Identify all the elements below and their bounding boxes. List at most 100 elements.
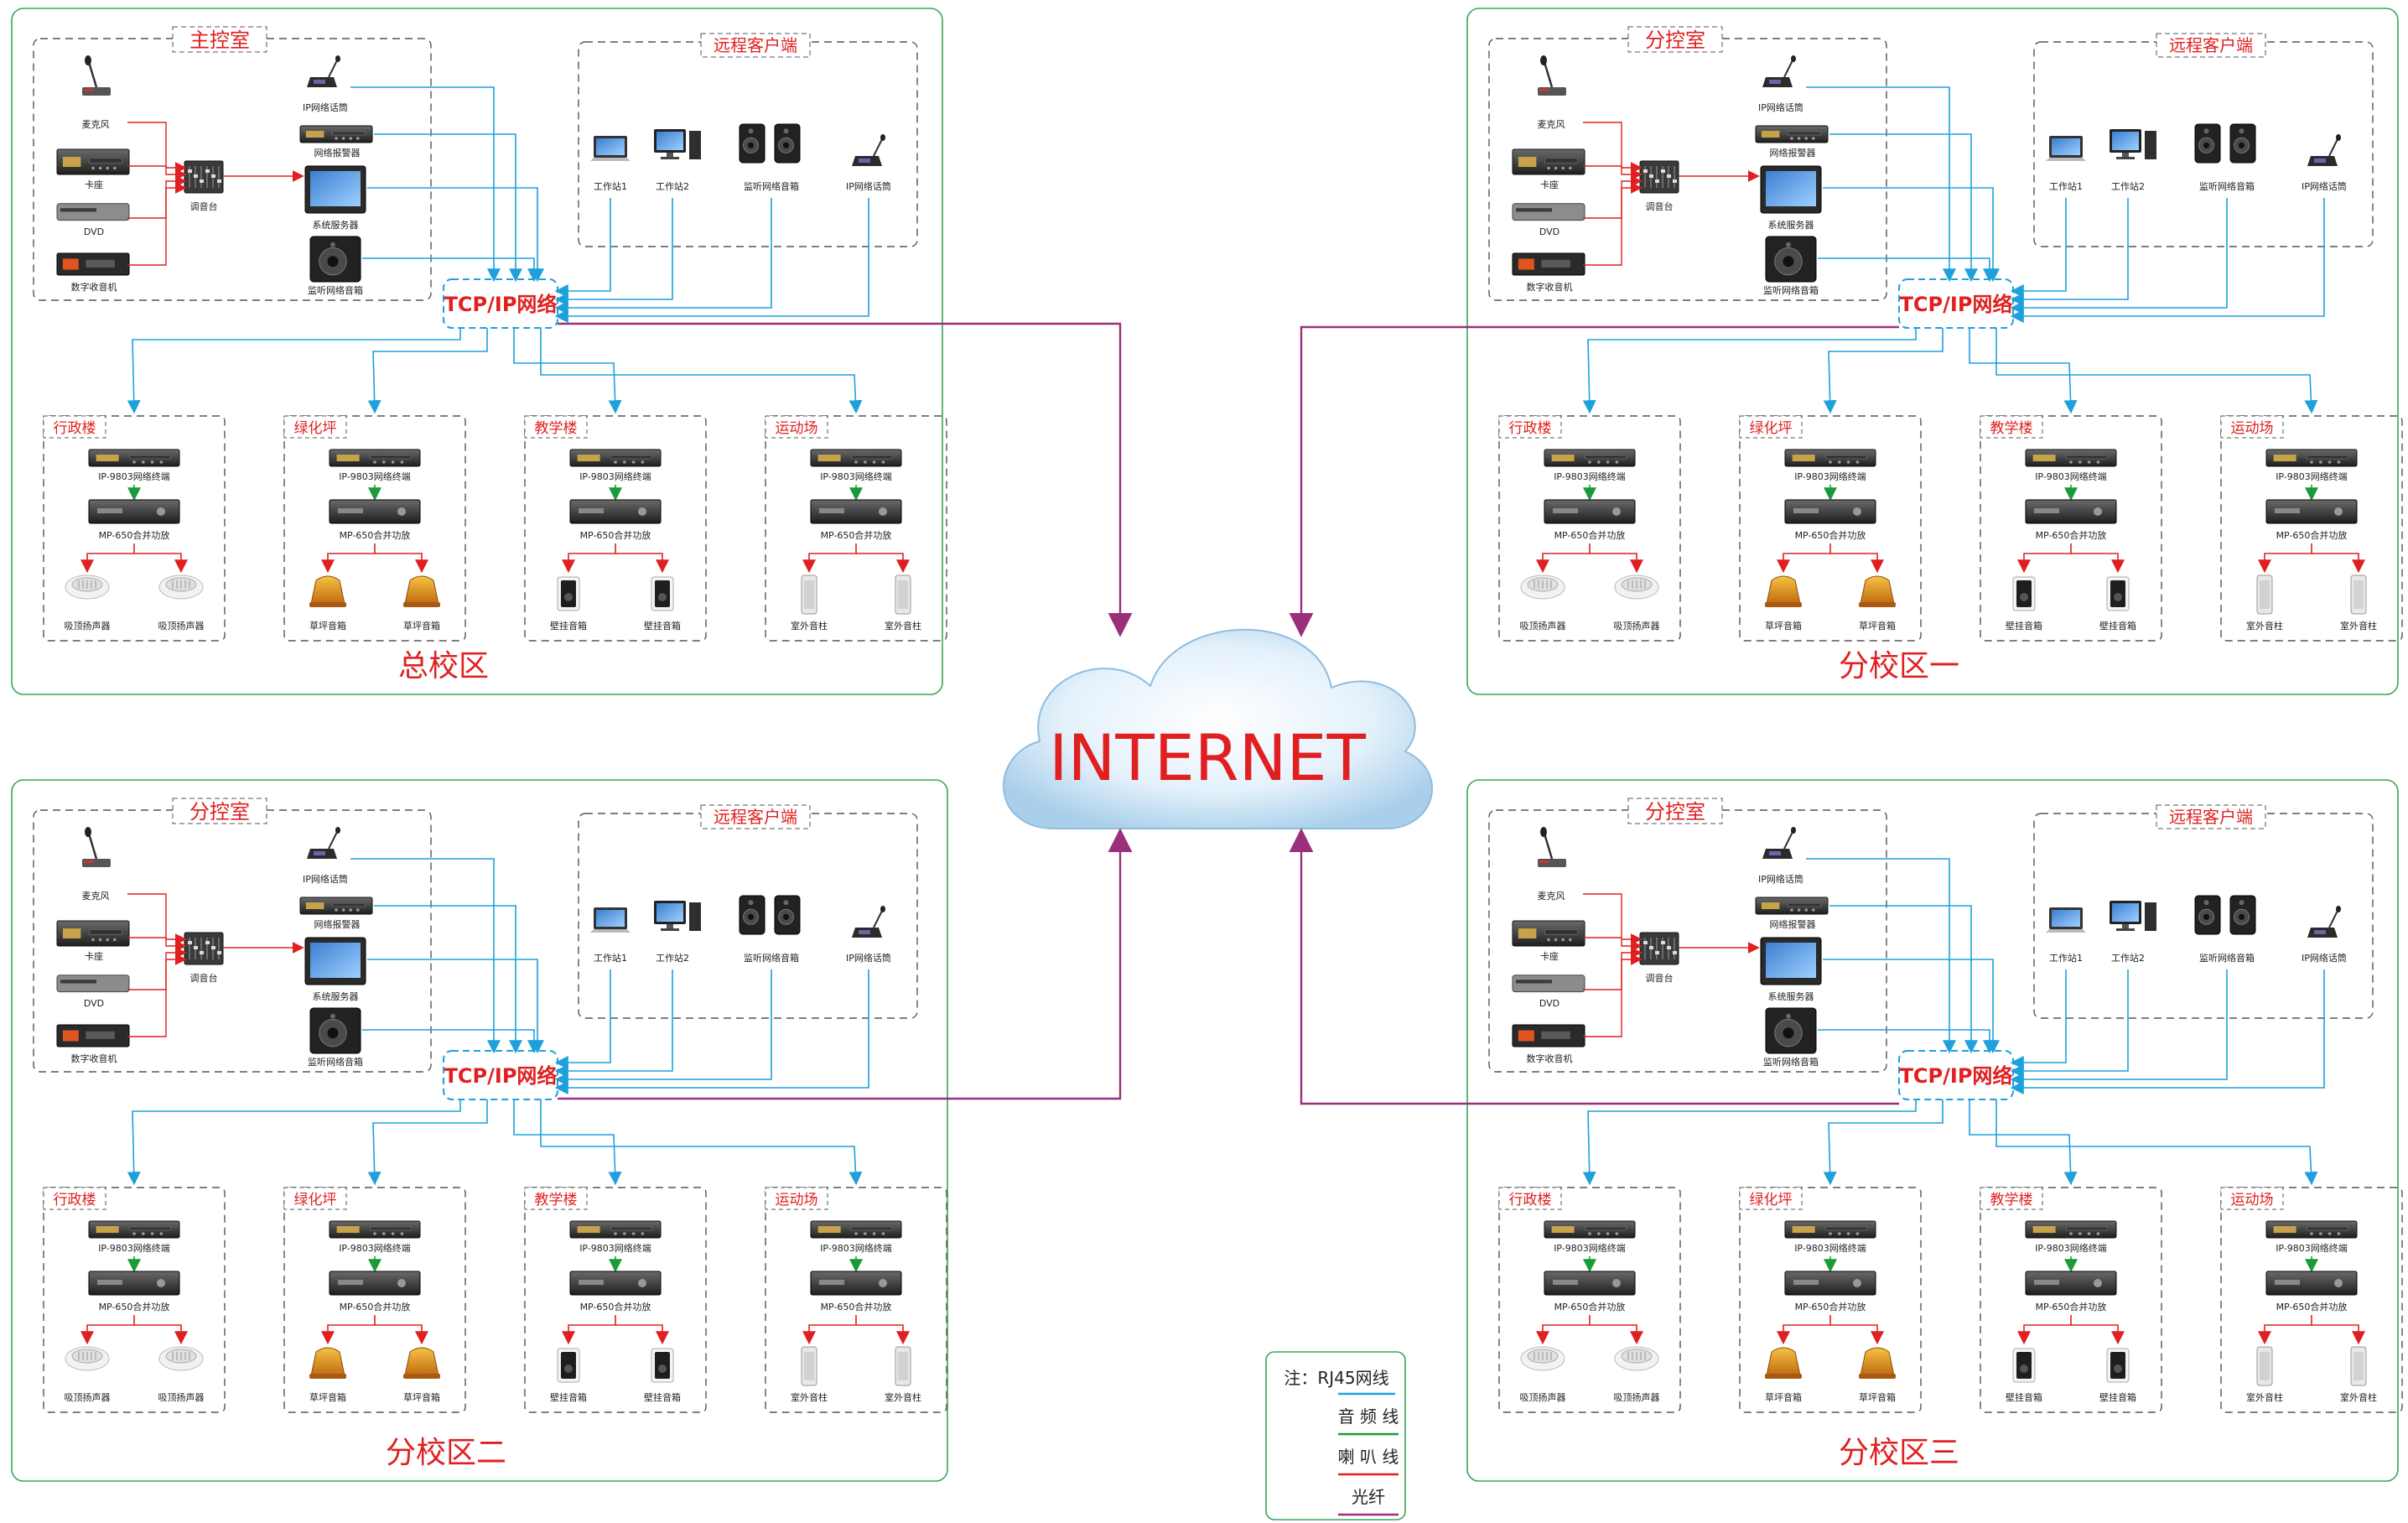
ip-terminal-label: IP-9803网络终端 bbox=[1794, 470, 1866, 482]
ceiling-speaker-icon bbox=[1520, 1346, 1565, 1371]
rj45-uplink-line bbox=[350, 858, 501, 1054]
zone-4: 运动场IP-9803网络终端MP-650合并功放室外音柱室外音柱 bbox=[2220, 415, 2403, 642]
outdoor-column-speaker-icon bbox=[895, 574, 911, 615]
lawn-speaker-icon bbox=[1859, 575, 1896, 607]
ip-terminal-label: IP-9803网络终端 bbox=[98, 1242, 170, 1254]
ceiling-speaker-icon bbox=[158, 574, 204, 600]
speaker-line bbox=[134, 1324, 188, 1345]
alarm-label: 网络报警器 bbox=[314, 147, 361, 159]
laptop-icon bbox=[2046, 136, 2086, 161]
rj45-uplink-line bbox=[1806, 86, 1956, 283]
zone-4: 运动场IP-9803网络终端MP-650合并功放室外音柱室外音柱 bbox=[2220, 1187, 2403, 1413]
zone-3: 教学楼IP-9803网络终端MP-650合并功放壁挂音箱壁挂音箱 bbox=[1980, 1187, 2162, 1413]
dvd-label: DVD bbox=[1539, 226, 1559, 237]
amplifier-icon bbox=[88, 1271, 180, 1296]
zone-4: 运动场IP-9803网络终端MP-650合并功放室外音柱室外音柱 bbox=[765, 415, 947, 642]
mixer-icon bbox=[1639, 160, 1679, 194]
ip-terminal-icon bbox=[1784, 449, 1876, 467]
zone-1: 行政楼IP-9803网络终端MP-650合并功放吸顶扬声器吸顶扬声器 bbox=[43, 1187, 226, 1413]
monitor-speaker-icon bbox=[2229, 123, 2256, 164]
rj45-zone-line bbox=[513, 1099, 622, 1186]
ip-pager-label: IP网络话筒 bbox=[1758, 873, 1803, 885]
speaker-label: 室外音柱 bbox=[791, 620, 828, 632]
audio-input-line bbox=[1583, 954, 1643, 1037]
lawn-speaker-icon bbox=[1765, 1347, 1802, 1379]
campus-b2: 分控室麦克风卡座DVD数字收音机调音台IP网络话筒网络报警器系统服务器监听网络音… bbox=[11, 779, 948, 1482]
remote-client-box bbox=[578, 41, 918, 247]
system-server-icon bbox=[304, 165, 366, 214]
rj45-remote-line bbox=[554, 969, 673, 1078]
speaker-label: 草坪音箱 bbox=[1765, 1391, 1802, 1403]
ceiling-speaker-icon bbox=[65, 574, 110, 600]
zone-2: 绿化坪IP-9803网络终端MP-650合并功放草坪音箱草坪音箱 bbox=[1739, 1187, 1922, 1413]
rj45-remote-line bbox=[554, 198, 611, 298]
zone-4: 运动场IP-9803网络终端MP-650合并功放室外音柱室外音柱 bbox=[765, 1187, 947, 1413]
amplifier-label: MP-650合并功放 bbox=[1795, 1301, 1866, 1312]
fiber-link-branch1 bbox=[1289, 325, 1899, 637]
amplifier-label: MP-650合并功放 bbox=[99, 1301, 170, 1312]
monitor-speaker-icon bbox=[2194, 123, 2221, 164]
zone-2: 绿化坪IP-9803网络终端MP-650合并功放草坪音箱草坪音箱 bbox=[283, 415, 466, 642]
rj45-remote-line bbox=[2010, 198, 2067, 298]
ip-terminal-icon bbox=[810, 449, 902, 467]
rj45-zone-line bbox=[1969, 328, 2078, 414]
ip-terminal-label: IP-9803网络终端 bbox=[1554, 470, 1626, 482]
control-room-title: 主控室 bbox=[189, 29, 250, 52]
speaker-line bbox=[321, 1315, 376, 1345]
control-room-title: 分控室 bbox=[1645, 800, 1705, 824]
remote-device-label: IP网络话筒 bbox=[2302, 952, 2347, 964]
speaker-label: 壁挂音箱 bbox=[2006, 1391, 2042, 1403]
speaker-label: 壁挂音箱 bbox=[550, 1391, 587, 1403]
audio-input-line bbox=[127, 893, 187, 945]
fiber-link-branch3 bbox=[1289, 828, 1899, 1105]
remote-label-box bbox=[700, 804, 811, 829]
control-room-title: 分控室 bbox=[189, 800, 250, 824]
rj45-zone-line bbox=[1823, 1099, 1944, 1186]
speaker-label: 吸顶扬声器 bbox=[158, 620, 205, 632]
rj45-zone-line bbox=[1582, 328, 1917, 414]
speaker-label: 室外音柱 bbox=[2340, 620, 2377, 632]
amplifier-label: MP-650合并功放 bbox=[2036, 529, 2107, 541]
ip-terminal-icon bbox=[329, 1220, 421, 1239]
remote-device-label: 工作站2 bbox=[656, 180, 689, 192]
speaker-label: 吸顶扬声器 bbox=[1520, 1391, 1566, 1403]
remote-client-box bbox=[2033, 41, 2374, 247]
remote-device-label: 监听网络音箱 bbox=[2199, 952, 2255, 964]
rj45-uplink-line bbox=[1806, 858, 1956, 1054]
ip-terminal-label: IP-9803网络终端 bbox=[2035, 1242, 2107, 1254]
ip-terminal-label: IP-9803网络终端 bbox=[1554, 1242, 1626, 1254]
amplifier-icon bbox=[569, 499, 662, 524]
rj45-uplink-line bbox=[1829, 905, 1978, 1054]
ip-terminal-label: IP-9803网络终端 bbox=[98, 470, 170, 482]
control-room-label-box bbox=[1627, 798, 1723, 824]
zone-label-box bbox=[43, 1187, 106, 1210]
monitor-speaker-label: 监听网络音箱 bbox=[1763, 1056, 1819, 1068]
dvd-label: DVD bbox=[84, 998, 104, 1009]
amplifier-label: MP-650合并功放 bbox=[821, 1301, 892, 1312]
system-server-icon bbox=[304, 937, 366, 985]
ip-terminal-icon bbox=[329, 449, 421, 467]
speaker-label: 室外音柱 bbox=[885, 1391, 921, 1403]
zone-3: 教学楼IP-9803网络终端MP-650合并功放壁挂音箱壁挂音箱 bbox=[1980, 415, 2162, 642]
ip-pager-icon bbox=[307, 827, 340, 859]
speaker-label: 壁挂音箱 bbox=[2006, 620, 2042, 632]
speaker-line bbox=[375, 553, 428, 574]
amplifier-label: MP-650合并功放 bbox=[2276, 1301, 2348, 1312]
speaker-line bbox=[562, 543, 616, 574]
wall-speaker-icon bbox=[2106, 1348, 2130, 1383]
ip-terminal-icon bbox=[2265, 1220, 2358, 1239]
alarm-label: 网络报警器 bbox=[1770, 918, 1816, 930]
rj45-uplink-line bbox=[1823, 959, 2000, 1054]
speaker-line bbox=[1536, 543, 1591, 574]
amplifier-label: MP-650合并功放 bbox=[2036, 1301, 2107, 1312]
zone-label-box bbox=[43, 415, 106, 439]
speaker-label: 草坪音箱 bbox=[403, 620, 440, 632]
remote-client-box bbox=[578, 813, 918, 1019]
zone-2: 绿化坪IP-9803网络终端MP-650合并功放草坪音箱草坪音箱 bbox=[1739, 415, 1922, 642]
monitor-speaker-icon bbox=[2194, 895, 2221, 935]
dvd-player-icon bbox=[1512, 203, 1585, 221]
microphone-icon bbox=[1538, 55, 1566, 96]
audio-input-line bbox=[127, 182, 187, 266]
legend-item-label: 音 频 线 bbox=[1338, 1406, 1399, 1427]
desktop-computer-icon bbox=[2110, 129, 2156, 159]
